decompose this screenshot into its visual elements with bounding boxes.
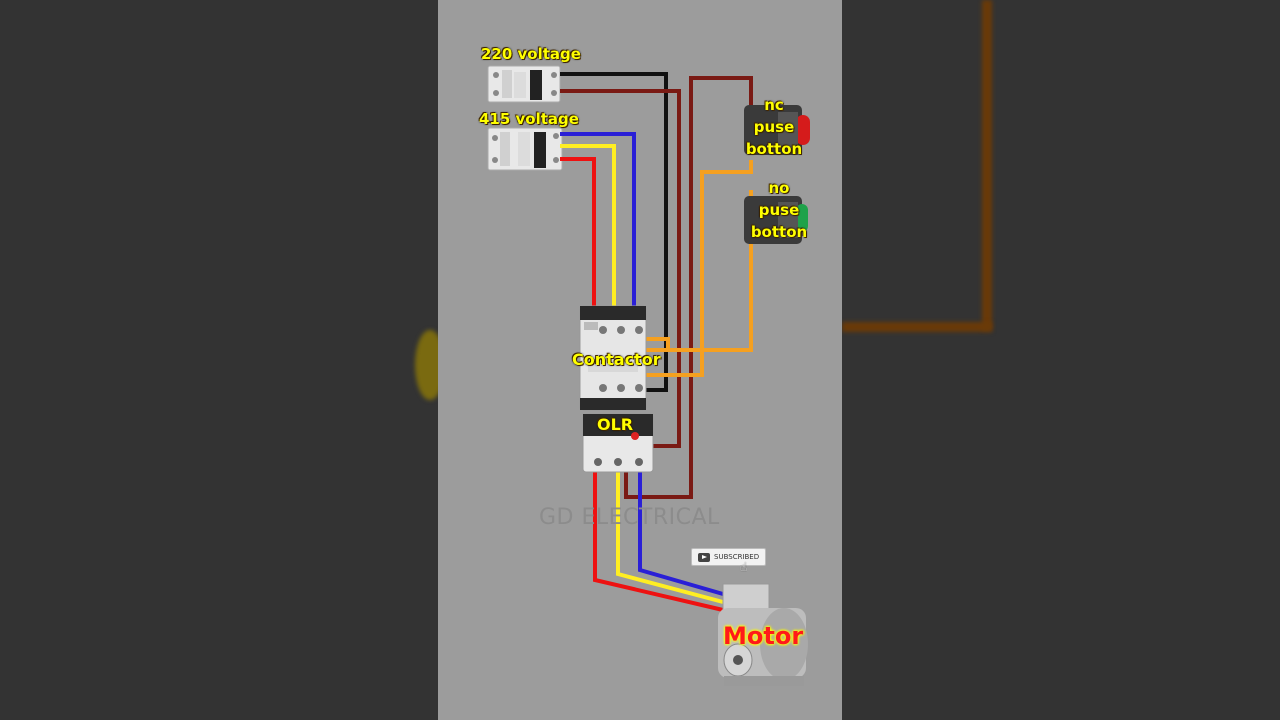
wire-yellow-phase	[560, 144, 616, 308]
wiring-diagram: 220 voltage 415 voltage nc puse botton n…	[438, 0, 842, 720]
wiring-diagram-svg	[487, 65, 810, 686]
blurred-background-left	[0, 0, 445, 720]
wire-maroon-1	[560, 89, 681, 448]
wire-black	[560, 72, 668, 392]
mcb-415v-label: 415 voltage	[479, 110, 579, 128]
no-button-label-line: botton	[750, 223, 808, 241]
motor-label: Motor	[723, 622, 804, 650]
wire-motor-red	[593, 470, 724, 612]
hand-cursor-icon: ☝	[740, 560, 748, 574]
no-button-label: no puse botton	[749, 177, 809, 243]
contactor-label: Contactor	[572, 350, 661, 369]
motor	[718, 583, 808, 686]
overload-relay	[582, 413, 654, 473]
subscribe-button[interactable]: SUBSCRIBED	[691, 548, 767, 566]
wire-blue-phase	[560, 132, 636, 308]
no-button-label-line: no	[768, 179, 790, 197]
wire-maroon-2	[624, 76, 753, 499]
olr-label: OLR	[597, 415, 634, 434]
nc-push-button	[744, 105, 810, 155]
wire-motor-yellow	[616, 470, 724, 604]
nc-button-label: nc puse botton	[744, 94, 804, 160]
blurred-background-right	[842, 0, 1280, 720]
blurred-wire-horizontal	[842, 322, 992, 332]
watermark: GD ELECTRICAL	[539, 505, 720, 530]
youtube-icon	[698, 552, 710, 562]
subscribe-button-label: SUBSCRIBED	[714, 553, 760, 561]
nc-button-label-line: nc	[764, 96, 784, 114]
mcb-220v	[487, 65, 561, 103]
contactor	[579, 305, 647, 411]
wire-red-phase	[560, 157, 596, 308]
no-button-label-line: puse	[758, 201, 800, 219]
nc-button-label-line: puse	[753, 118, 795, 136]
blurred-wire-vertical	[982, 0, 992, 330]
nc-button-label-line: botton	[745, 140, 803, 158]
no-push-button	[744, 196, 808, 244]
wire-motor-blue	[638, 470, 724, 596]
mcb-415v	[487, 127, 563, 171]
wire-orange-2	[639, 190, 753, 352]
mcb-220v-label: 220 voltage	[481, 45, 581, 63]
